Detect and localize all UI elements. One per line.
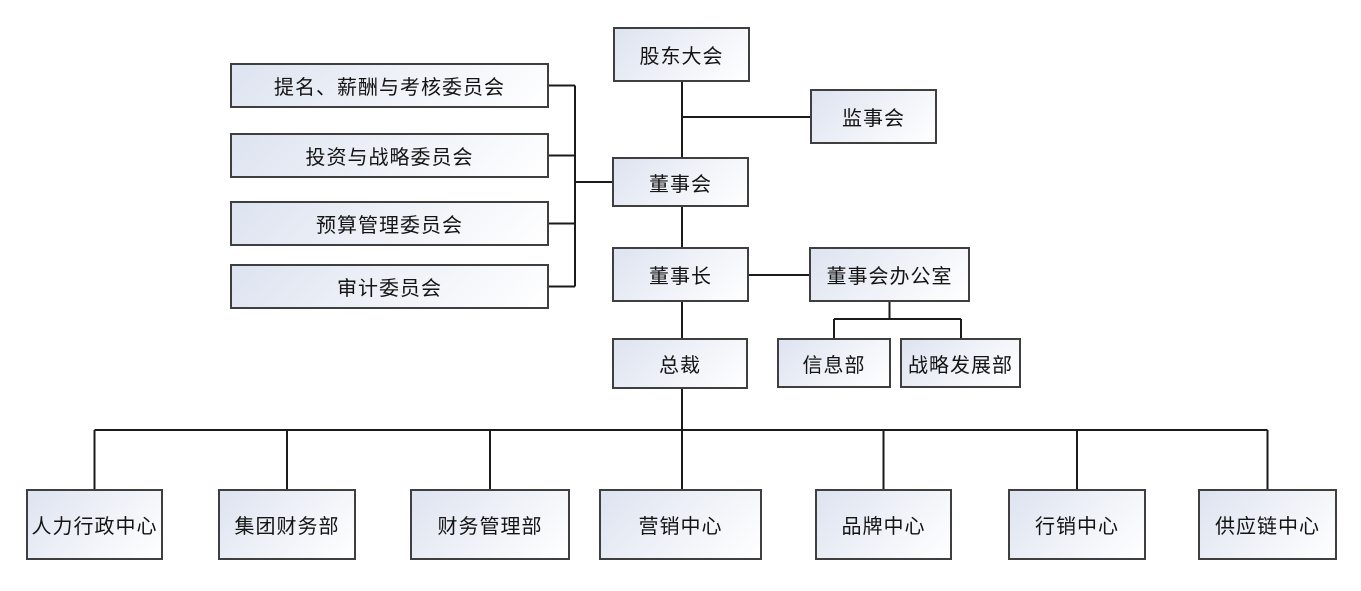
node-supervisory-board: 监事会 [810,89,937,144]
node-board-of-directors: 董事会 [612,157,749,207]
node-investment-strategy-committee: 投资与战略委员会 [230,133,549,178]
connector-boardoffice-children [833,302,962,338]
node-hr-admin-center: 人力行政中心 [26,489,163,560]
connector-committees-bus [549,84,612,288]
node-board-office: 董事会办公室 [809,247,970,302]
node-audit-committee: 审计委员会 [230,264,549,309]
node-financial-management-dept: 财务管理部 [410,489,570,560]
node-shareholders-meeting: 股东大会 [613,27,750,82]
node-budget-management-committee: 预算管理委员会 [230,201,549,246]
node-strategic-development-dept: 战略发展部 [900,338,1021,388]
node-trade-marketing-center: 行销中心 [1008,489,1146,560]
connector-bottom-bus [93,429,1269,489]
node-nomination-remuneration-assessment-committee: 提名、薪酬与考核委员会 [230,63,549,108]
node-supply-chain-center: 供应链中心 [1198,489,1337,560]
node-brand-center: 品牌中心 [815,489,952,560]
node-chairman: 董事长 [612,247,749,302]
node-president: 总裁 [612,338,748,389]
node-group-finance-dept: 集团财务部 [218,489,356,560]
node-information-dept: 信息部 [777,338,891,388]
node-marketing-center: 营销中心 [599,489,762,560]
